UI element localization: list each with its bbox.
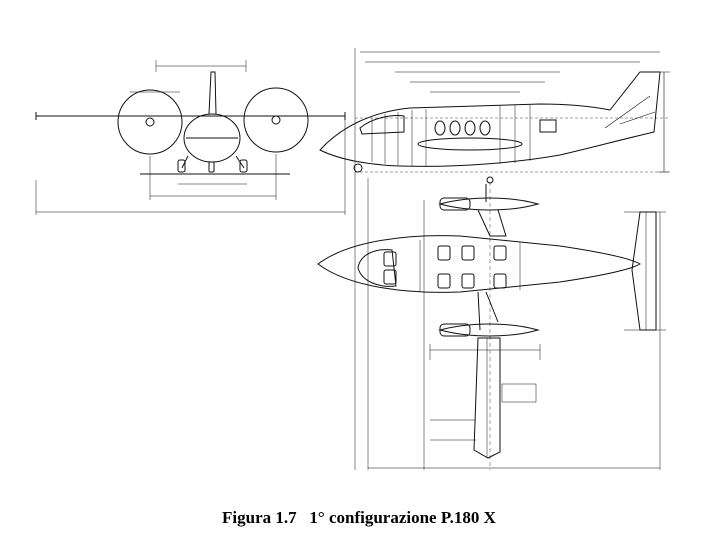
right-propeller-disc bbox=[243, 87, 309, 153]
top-view bbox=[317, 184, 666, 470]
three-view-drawing bbox=[35, 48, 670, 470]
horizontal-tail bbox=[631, 211, 657, 331]
figure-caption: Figura 1.7 1° configurazione P.180 X bbox=[0, 508, 718, 528]
figure-number: Figura 1.7 bbox=[222, 508, 297, 527]
side-view bbox=[319, 51, 670, 184]
figure-title: 1° configurazione P.180 X bbox=[309, 508, 496, 527]
side-fuselage bbox=[319, 71, 661, 167]
top-fuselage bbox=[317, 235, 641, 293]
front-view bbox=[35, 60, 346, 215]
left-propeller-disc bbox=[117, 89, 183, 155]
